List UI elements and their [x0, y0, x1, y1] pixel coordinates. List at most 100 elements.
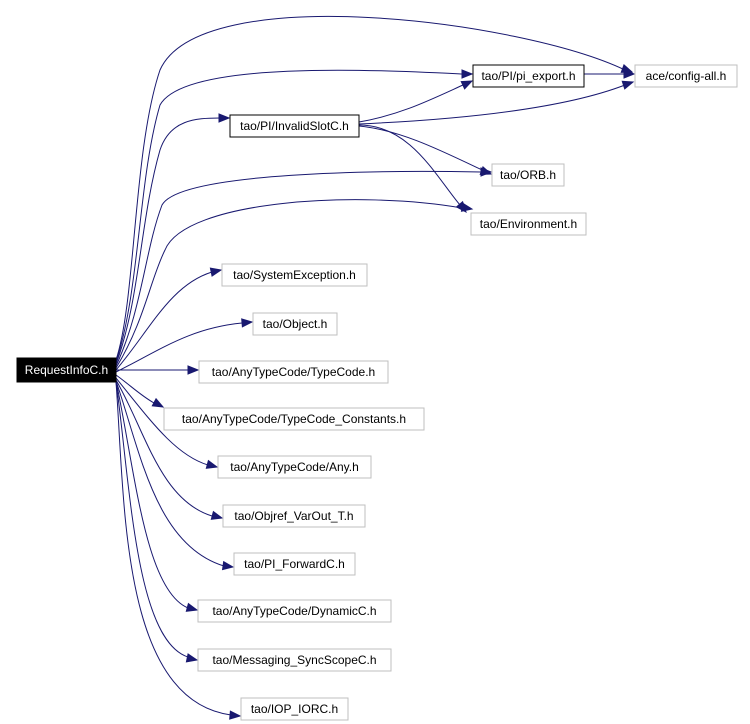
node-label: RequestInfoC.h: [25, 363, 108, 377]
arrowhead-icon: [221, 560, 235, 571]
node-label: tao/Environment.h: [480, 217, 577, 231]
edge-line: [115, 380, 189, 609]
node-iop_iorc[interactable]: tao/IOP_IORC.h: [240, 697, 349, 721]
node-box: [491, 163, 565, 187]
node-box: [634, 64, 738, 88]
arrowhead-icon: [185, 653, 199, 663]
edge-line: [358, 124, 461, 206]
edge-line: [358, 125, 483, 171]
arrowhead-icon: [455, 200, 467, 214]
edge-line: [115, 381, 189, 658]
node-orb[interactable]: tao/ORB.h: [491, 163, 565, 187]
node-typecode_constants[interactable]: tao/AnyTypeCode/TypeCode_Constants.h: [163, 407, 425, 431]
edge-line: [115, 380, 225, 567]
edge-root-to-objref_varout: [115, 379, 224, 520]
node-invalidslot[interactable]: tao/PI/InvalidSlotC.h: [229, 114, 360, 138]
edge-root-to-invalidslot: [115, 113, 231, 365]
arrowhead-icon: [460, 80, 474, 90]
edge-line: [115, 16, 626, 361]
node-root: RequestInfoC.h: [16, 357, 117, 383]
node-box: [197, 648, 392, 672]
node-label: tao/SystemException.h: [233, 268, 356, 282]
arrowhead-icon: [205, 459, 219, 469]
node-box: [470, 212, 587, 236]
node-label: tao/PI/pi_export.h: [481, 69, 575, 83]
edge-line: [115, 322, 243, 373]
node-label: ace/config-all.h: [646, 69, 727, 83]
edge-line: [358, 84, 464, 123]
edge-line: [115, 381, 232, 716]
node-box: [240, 697, 349, 721]
edge-root-to-syncscope: [115, 381, 199, 663]
edge-root-to-pi_export: [115, 69, 474, 363]
edge-root-to-typecode_constants: [115, 374, 165, 408]
node-label: tao/Messaging_SyncScopeC.h: [212, 653, 376, 667]
edge-line: [115, 117, 221, 365]
node-box: [198, 360, 389, 384]
node-objref_varout[interactable]: tao/Objref_VarOut_T.h: [222, 504, 366, 528]
arrowhead-icon: [210, 510, 224, 520]
edge-root-to-iop_iorc: [115, 381, 242, 720]
node-box: [16, 357, 117, 383]
node-label: tao/PI_ForwardC.h: [244, 557, 345, 571]
arrowhead-icon: [151, 397, 165, 408]
node-box: [233, 552, 356, 576]
arrowhead-icon: [187, 365, 200, 375]
node-config_all[interactable]: ace/config-all.h: [634, 64, 738, 88]
node-box: [229, 114, 360, 138]
node-box: [197, 599, 392, 623]
node-typecode[interactable]: tao/AnyTypeCode/TypeCode.h: [198, 360, 389, 384]
arrowhead-icon: [623, 69, 636, 79]
edge-invalidslot-to-config_all: [358, 80, 635, 125]
arrowhead-icon: [479, 165, 493, 175]
node-any[interactable]: tao/AnyTypeCode/Any.h: [217, 455, 372, 479]
node-box: [472, 64, 585, 88]
edge-root-to-pi_forward: [115, 380, 235, 571]
edge-root-to-systemexception: [115, 267, 223, 371]
edge-root-to-any: [115, 377, 219, 469]
node-label: tao/Object.h: [263, 317, 328, 331]
node-systemexception[interactable]: tao/SystemException.h: [221, 263, 368, 287]
edge-invalidslot-to-pi_export: [358, 80, 474, 123]
edge-line: [115, 374, 155, 404]
node-label: tao/ORB.h: [500, 168, 556, 182]
node-box: [252, 312, 338, 336]
node-box: [222, 504, 366, 528]
node-pi_export[interactable]: tao/PI/pi_export.h: [472, 64, 585, 88]
node-box: [217, 455, 372, 479]
node-label: tao/AnyTypeCode/TypeCode.h: [212, 365, 375, 379]
arrowhead-icon: [229, 710, 242, 720]
graph-nodes: RequestInfoC.h tao/PI/pi_export.h ace/conf…: [16, 64, 738, 721]
edge-line: [115, 199, 463, 369]
node-dynamicc[interactable]: tao/AnyTypeCode/DynamicC.h: [197, 599, 392, 623]
node-label: tao/AnyTypeCode/DynamicC.h: [212, 604, 376, 618]
arrowhead-icon: [461, 69, 474, 79]
edge-invalidslot-to-environment: [358, 124, 467, 214]
arrowhead-icon: [621, 80, 635, 90]
edge-root-to-object: [115, 318, 254, 373]
arrowhead-icon: [241, 318, 254, 328]
edge-invalidslot-to-orb: [358, 125, 493, 175]
edge-root-to-typecode: [116, 365, 200, 375]
node-label: tao/Objref_VarOut_T.h: [234, 509, 353, 523]
node-syncscope[interactable]: tao/Messaging_SyncScopeC.h: [197, 648, 392, 672]
node-box: [221, 263, 368, 287]
edge-line: [358, 84, 626, 125]
arrowhead-icon: [185, 602, 199, 612]
edge-line: [115, 377, 209, 466]
edge-line: [115, 271, 213, 371]
edge-root-to-dynamicc: [115, 380, 199, 612]
edge-line: [115, 69, 463, 363]
edge-line: [115, 170, 482, 367]
node-object[interactable]: tao/Object.h: [252, 312, 338, 336]
edge-line: [115, 379, 213, 517]
node-environment[interactable]: tao/Environment.h: [470, 212, 587, 236]
node-label: tao/PI/InvalidSlotC.h: [240, 119, 349, 133]
edge-pi_export-to-config_all: [584, 69, 636, 79]
node-box: [163, 407, 425, 431]
node-pi_forward[interactable]: tao/PI_ForwardC.h: [233, 552, 356, 576]
node-label: tao/AnyTypeCode/Any.h: [230, 460, 359, 474]
arrowhead-icon: [218, 113, 231, 123]
arrowhead-icon: [209, 267, 223, 277]
